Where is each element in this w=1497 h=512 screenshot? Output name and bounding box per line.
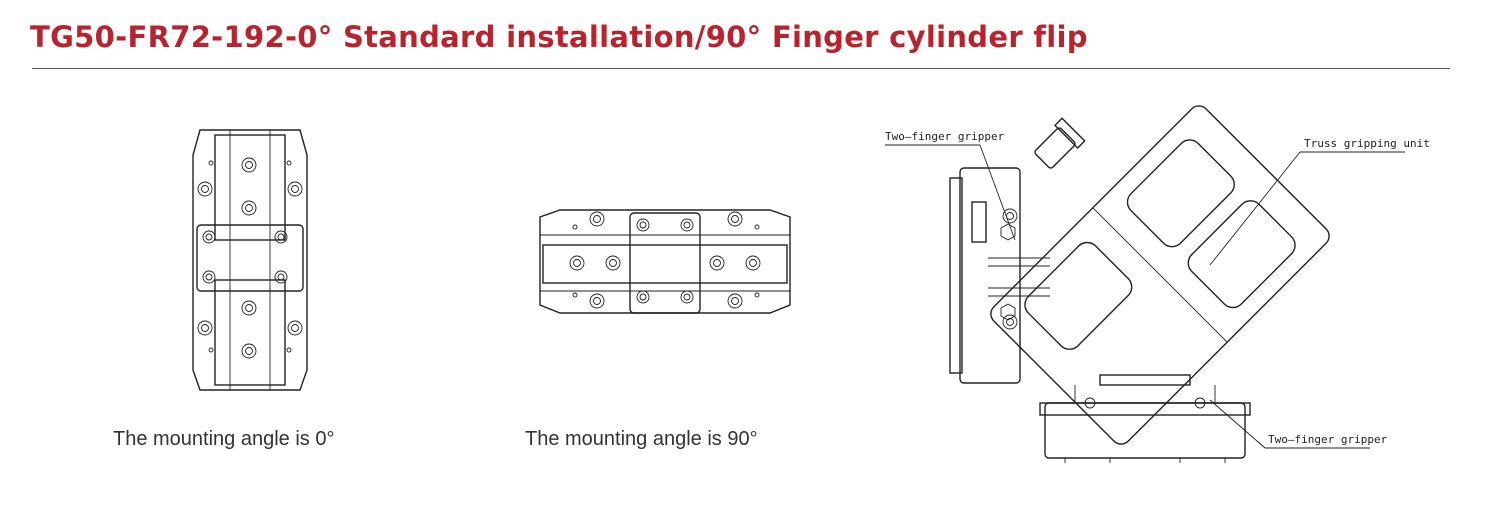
label-two-finger-gripper-bottom: Two—finger gripper: [1268, 433, 1388, 446]
page-title: TG50-FR72-192-0° Standard installation/9…: [30, 20, 1088, 54]
caption-90-degree: The mounting angle is 90°: [525, 428, 758, 450]
label-two-finger-gripper-top: Two—finger gripper: [885, 130, 1005, 143]
drawing-0-degree: [192, 129, 308, 391]
caption-0-degree: The mounting angle is 0°: [113, 428, 335, 450]
label-truss-gripping-unit: Truss gripping unit: [1304, 137, 1430, 150]
drawing-assembly: Two—finger gripper Truss gripping unit T…: [885, 105, 1430, 463]
drawing-90-degree: [539, 209, 791, 314]
title-divider: [32, 68, 1450, 69]
